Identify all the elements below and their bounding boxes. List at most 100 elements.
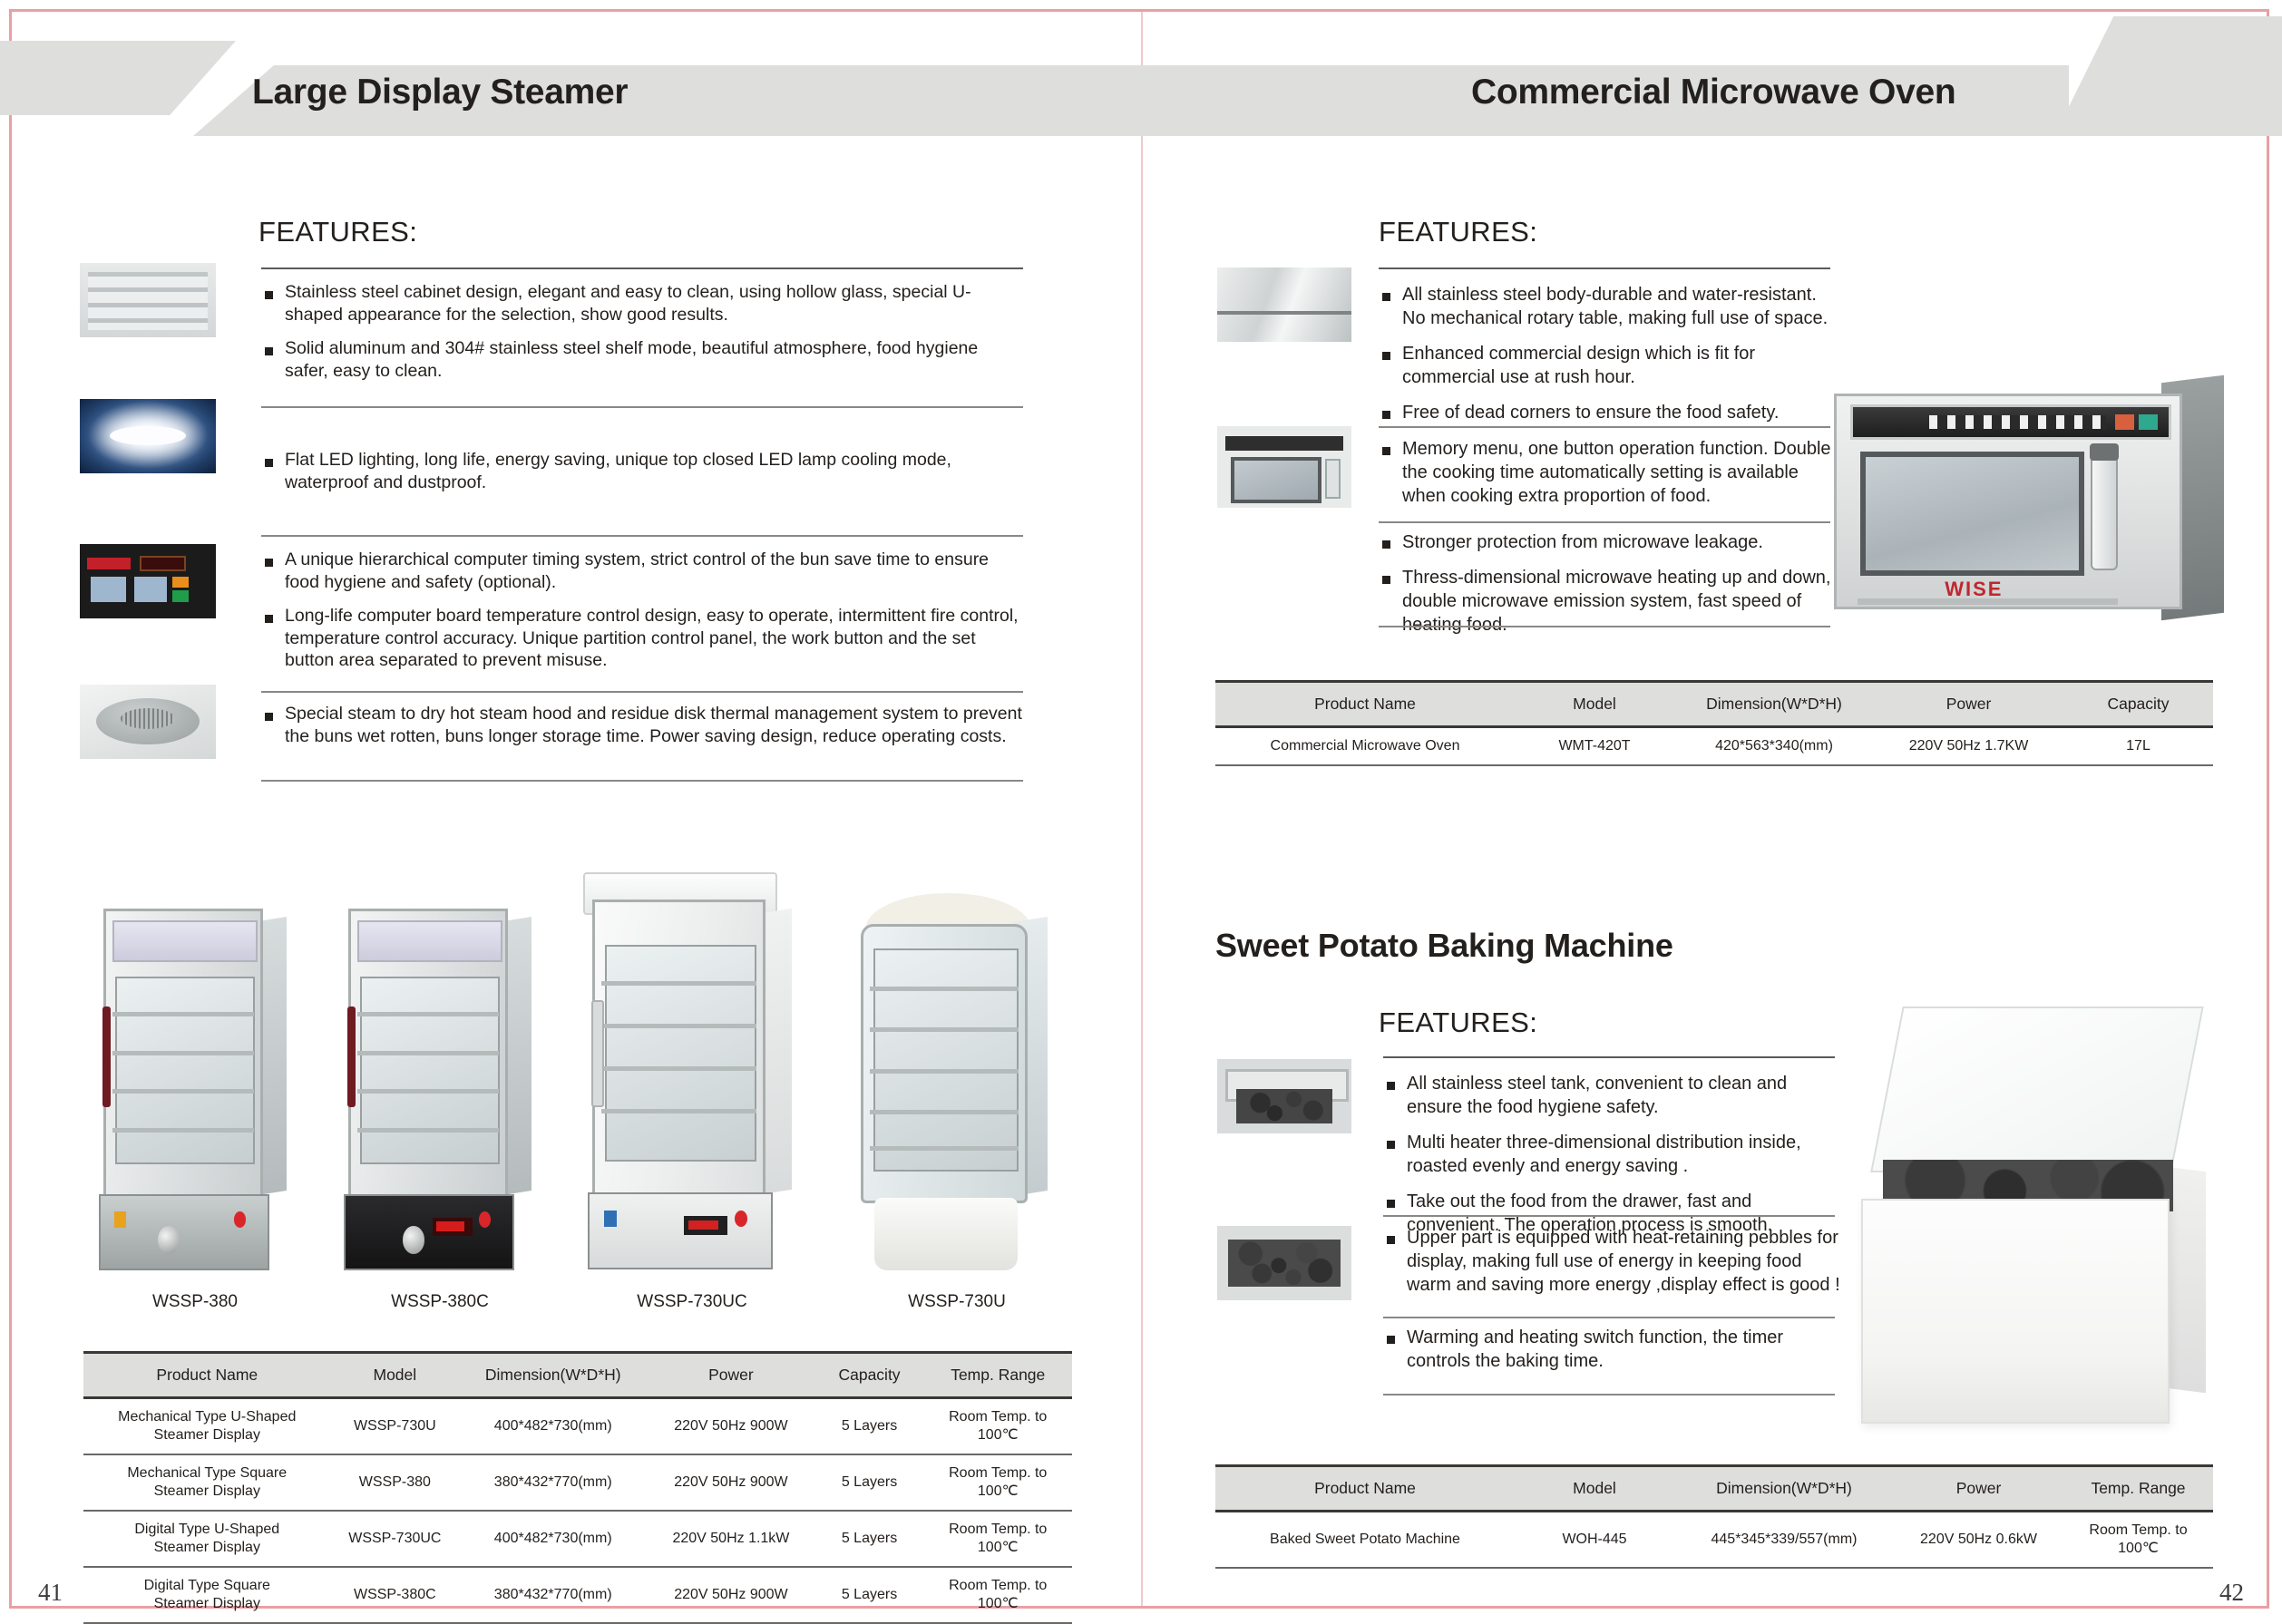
steamer-feature-group-4: Special steam to dry hot steam hood and … [261,703,1023,759]
cell-capacity: 5 Layers [814,1454,924,1512]
product-photo-wssp-730uc [579,872,805,1274]
steam-disk-thumbnail [80,685,216,759]
feature-item: All stainless steel tank, convenient to … [1383,1072,1841,1119]
digital-control-panel-thumbnail [80,544,216,618]
col-header: Temp. Range [2063,1465,2213,1512]
cell-temp-range: Room Temp. to 100℃ [923,1567,1072,1624]
cell-power: 220V 50Hz 0.6kW [1894,1511,2063,1569]
cell-model: WSSP-380C [330,1567,460,1624]
feature-item: Multi heater three-dimensional distribut… [1383,1131,1841,1178]
feature-item: Flat LED lighting, long life, energy sav… [261,449,1023,493]
cell-model: WMT-420T [1515,726,1674,766]
divider [1379,267,1830,269]
sweetpotato-feature-group-3: Warming and heating switch function, the… [1383,1326,1841,1385]
cell-dimension: 380*432*770(mm) [459,1454,648,1512]
cell-model: WOH-445 [1515,1511,1674,1569]
cell-power: 220V 50Hz 900W [647,1454,815,1512]
stainless-interior-thumbnail [1217,267,1351,342]
product-photo-sweet-potato-machine [1850,1006,2213,1433]
table-row: Baked Sweet Potato Machine WOH-445 445*3… [1215,1511,2213,1569]
col-header: Dimension(W*D*H) [1674,1465,1894,1512]
microwave-door-handle [2090,443,2120,571]
steamer-shelves-thumbnail [80,263,216,337]
divider [261,691,1023,693]
page-header: Large Display Steamer Commercial Microwa… [0,0,2282,136]
cell-model: WSSP-730U [330,1397,460,1455]
page-number-right: 42 [2219,1579,2244,1606]
steamer-features-label-block: FEATURES: [258,216,1029,248]
cell-dimension: 400*482*730(mm) [459,1397,648,1455]
sweetpotato-feature-group-2: Upper part is equipped with heat-retaini… [1383,1226,1841,1308]
cell-capacity: 5 Layers [814,1397,924,1455]
photo-caption: WSSP-730U [908,1292,1006,1311]
col-header: Model [330,1352,460,1398]
col-header: Model [1515,681,1674,727]
microwave-features-label-block: FEATURES: [1379,216,1923,248]
divider [1383,1056,1835,1058]
cell-product-name: Commercial Microwave Oven [1215,726,1515,766]
microwave-keypad [1928,414,2106,429]
header-accent-right [2054,16,2282,136]
divider [1383,1317,1835,1318]
col-header: Product Name [1215,1465,1515,1512]
col-header: Capacity [814,1352,924,1398]
divider [1379,426,1830,428]
microwave-front-thumbnail [1217,426,1351,508]
header-accent-left [0,41,236,115]
features-heading-microwave: FEATURES: [1379,216,1538,248]
feature-item: Long-life computer board temperature con… [261,605,1023,672]
table-header-row: Product Name Model Dimension(W*D*H) Powe… [1215,681,2213,727]
features-heading-sweet-potato: FEATURES: [1379,1006,1538,1038]
cell-power: 220V 50Hz 1.7KW [1874,726,2063,766]
cell-dimension: 420*563*340(mm) [1674,726,1874,766]
microwave-door-window [1860,451,2085,576]
photo-caption: WSSP-380C [391,1292,489,1311]
sweetpotato-features-label-block: FEATURES: [1379,1006,1923,1039]
stop-key [2115,413,2134,431]
col-header: Power [1894,1465,2063,1512]
photo-caption: WSSP-380 [152,1292,238,1311]
spread-gutter [1141,12,1143,1606]
baking-drawer-thumbnail [1217,1059,1351,1133]
cell-temp-range: Room Temp. to 100℃ [923,1511,1072,1568]
feature-item: Free of dead corners to ensure the food … [1379,401,1837,424]
cell-dimension: 445*345*339/557(mm) [1674,1511,1894,1569]
page-title-right: Commercial Microwave Oven [1471,73,1956,112]
microwave-feature-group-3: Stronger protection from microwave leaka… [1379,530,1837,648]
feature-item: Stronger protection from microwave leaka… [1379,530,1837,554]
machine-body [1861,1198,2170,1424]
col-header: Power [647,1352,815,1398]
page-title-left: Large Display Steamer [252,73,629,112]
microwave-feature-group-1: All stainless steel body-durable and wat… [1379,283,1837,436]
col-header: Product Name [83,1352,331,1398]
product-photo-wssp-730u [848,893,1066,1274]
cell-dimension: 400*482*730(mm) [459,1511,648,1568]
feature-item: Thress-dimensional microwave heating up … [1379,566,1837,637]
cell-dimension: 380*432*770(mm) [459,1567,648,1624]
feature-item: All stainless steel body-durable and wat… [1379,283,1837,330]
header-band-main [193,65,2069,136]
sweet-potato-spec-table: Product Name Model Dimension(W*D*H) Powe… [1215,1464,2213,1569]
brand-logo: WISE [1945,577,2004,600]
acrylic-display-lid [1870,1006,2204,1172]
col-header: Dimension(W*D*H) [1674,681,1874,727]
start-key [2139,413,2159,431]
cell-power: 220V 50Hz 900W [647,1397,815,1455]
cell-power: 220V 50Hz 1.1kW [647,1511,815,1568]
divider [261,267,1023,269]
cell-power: 220V 50Hz 900W [647,1567,815,1624]
microwave-control-panel [1850,404,2172,440]
feature-item: Memory menu, one button operation functi… [1379,437,1837,508]
col-header: Product Name [1215,681,1515,727]
feature-item: Warming and heating switch function, the… [1383,1326,1841,1373]
table-row: Commercial Microwave Oven WMT-420T 420*5… [1215,726,2213,766]
cell-temp-range: Room Temp. to 100℃ [2063,1511,2213,1569]
divider [261,535,1023,537]
